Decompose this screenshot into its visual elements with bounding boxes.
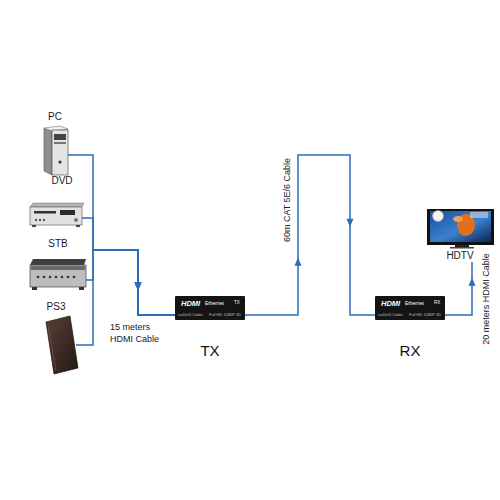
- cable-line: [76, 250, 175, 345]
- arrow-head: [135, 282, 142, 290]
- device-label: PC: [48, 112, 62, 122]
- box-spec: Full HD 1080P 3D: [409, 313, 441, 317]
- arrow-head: [135, 282, 142, 290]
- hdtv-screen: [427, 209, 494, 249]
- arrow-head: [295, 258, 302, 266]
- device-node: PC: [38, 108, 68, 174]
- cable-note: 15 meters HDMI Cable: [110, 322, 168, 345]
- box-spec: cat5e/6 Cable: [178, 313, 203, 317]
- cable-label: 60m CAT 5E/6 Cable: [283, 158, 292, 242]
- box-tag: TX: [234, 301, 240, 306]
- cable-connector: [245, 155, 375, 315]
- cable-connector: [82, 218, 175, 315]
- arrow-head: [135, 282, 142, 290]
- box-tag: Ethernet: [405, 301, 424, 306]
- box-spec: cat5e/6 Cable: [378, 313, 403, 317]
- extender-box: HDMI Ethernet TX cat5e/6 Cable Full HD 1080P…: [175, 296, 245, 320]
- cable-label: 20 meters HDMI Cable: [482, 253, 491, 345]
- box-spec: Full HD 1080P 3D: [209, 313, 241, 317]
- arrow-head: [347, 219, 354, 227]
- cable-line: [86, 250, 175, 315]
- arrow-head: [135, 282, 142, 290]
- device-label: DVD: [51, 176, 72, 186]
- device-node: PS3: [42, 299, 76, 375]
- device-label: STB: [48, 239, 67, 249]
- device-label: PS3: [47, 302, 66, 312]
- cable-connector: [68, 155, 175, 315]
- arrow-head: [469, 278, 476, 286]
- box-tag: RX: [434, 301, 440, 306]
- device-label: HDTV: [446, 251, 473, 261]
- cable-line: [82, 218, 175, 315]
- cable-connector: [86, 250, 175, 315]
- box-logo: HDMI: [181, 300, 200, 308]
- device-node: DVD: [28, 172, 82, 228]
- box-logo: HDMI: [381, 300, 400, 308]
- display-node: HDTV: [425, 200, 495, 262]
- cable-connector: [445, 262, 476, 315]
- pc-tower: [44, 126, 68, 175]
- ps3-console: [46, 316, 78, 374]
- extender-box: HDMI Ethernet RX cat5e/6 Cable Full HD 1080P…: [375, 296, 445, 320]
- box-heading: RX: [400, 343, 421, 358]
- cable-line: [68, 155, 175, 315]
- set-top-box: [30, 259, 86, 290]
- cable-line: [445, 262, 472, 315]
- cable-line: [245, 155, 375, 315]
- dvd-player: [30, 203, 84, 227]
- device-node: STB: [28, 235, 86, 293]
- cable-connector: [76, 250, 175, 345]
- box-heading: TX: [200, 343, 219, 358]
- box-tag: Ethernet: [205, 301, 224, 306]
